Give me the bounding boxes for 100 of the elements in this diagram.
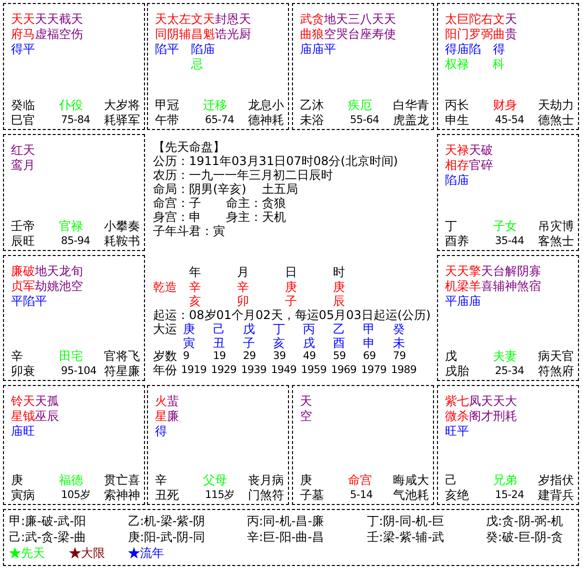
spirit-names: 岁指伏 bbox=[538, 473, 574, 487]
legend-label: 流年 bbox=[140, 546, 164, 560]
palace-name: 福德 bbox=[59, 473, 83, 487]
star-names: 府马虚福空伤 bbox=[11, 27, 83, 41]
palace-cell bbox=[437, 255, 579, 381]
star-names: 曲狼空哭台座寿使 bbox=[300, 27, 396, 41]
spirit-names: 符煞府 bbox=[538, 364, 574, 378]
spirit-names: 索神神 bbox=[104, 488, 140, 502]
stem-stage: 丁 bbox=[445, 219, 457, 233]
pillar-branch: 辰 bbox=[333, 294, 345, 308]
spirit-names: 门煞符 bbox=[248, 488, 284, 502]
luck-stem: 癸 bbox=[393, 322, 405, 336]
luck-branch: 酉 bbox=[333, 336, 345, 350]
palace-cell bbox=[3, 255, 145, 381]
pillar-header: 年 bbox=[189, 265, 201, 279]
age-range: 75-84 bbox=[61, 113, 90, 127]
age-range: 25-34 bbox=[495, 364, 524, 378]
palace-cell bbox=[437, 134, 579, 251]
row-label: 岁数 bbox=[153, 349, 177, 363]
brightness-marks: 平庙庙 bbox=[445, 294, 481, 308]
branch-stage: 子墓 bbox=[300, 488, 324, 502]
age-range: 65-74 bbox=[205, 113, 234, 127]
year-number: 1929 bbox=[211, 363, 237, 377]
stem-stage: 辛 bbox=[155, 473, 167, 487]
transform-marks: 权禄 科 bbox=[445, 57, 505, 71]
luck-stem: 己 bbox=[213, 322, 225, 336]
star-names: 天太左文天封恩天 bbox=[155, 12, 251, 26]
star-names: 机梁羊喜辅神煞宿 bbox=[445, 279, 541, 293]
branch-stage: 巳官 bbox=[11, 113, 35, 127]
brightness-marks: 陷平 陷庙 bbox=[155, 42, 215, 56]
palace-name: 仆役 bbox=[59, 98, 83, 112]
palace-name: 官禄 bbox=[59, 219, 83, 233]
transform-rule: 辛:巨-阳-曲-昌 bbox=[247, 530, 324, 544]
pillar-stem: 辛 bbox=[237, 280, 249, 294]
age-range: 95-104 bbox=[61, 364, 96, 378]
info-line: 身宫：申 bbox=[153, 210, 201, 224]
transform-rule: 乙:机-梁-紫-阴 bbox=[128, 514, 206, 528]
info-line: 起运：08岁01个月02天，每运05月03日起运(公历) bbox=[153, 308, 431, 322]
pillar-header: 时 bbox=[333, 265, 345, 279]
age-number: 79 bbox=[393, 349, 406, 363]
pillar-stem: 庚 bbox=[333, 280, 345, 294]
star-names: 星廉 bbox=[155, 409, 179, 423]
spirit-names: 耗驿军 bbox=[104, 113, 140, 127]
legend-label: 先天 bbox=[21, 546, 45, 560]
age-range: 115岁 bbox=[205, 488, 235, 502]
year-number: 1939 bbox=[241, 363, 267, 377]
age-number: 29 bbox=[243, 349, 256, 363]
palace-cell bbox=[147, 385, 289, 505]
palace-cell bbox=[3, 385, 145, 505]
luck-branch: 亥 bbox=[273, 336, 285, 350]
branch-stage: 卯衰 bbox=[11, 364, 35, 378]
spirit-names: 病天官 bbox=[538, 349, 574, 363]
brightness-marks: 得平 bbox=[11, 42, 35, 56]
palace-name: 子女 bbox=[493, 219, 517, 233]
luck-stem: 丁 bbox=[273, 322, 285, 336]
age-number: 59 bbox=[333, 349, 346, 363]
palace-cell bbox=[292, 385, 434, 505]
transform-rule: 甲:廉-破-武-阳 bbox=[9, 514, 86, 528]
row-label: 年份 bbox=[153, 363, 177, 377]
stem-stage: 壬帝 bbox=[11, 219, 35, 233]
star-names: 空 bbox=[300, 409, 312, 423]
luck-stem: 丙 bbox=[303, 322, 315, 336]
transform-rule: 庚:阳-武-阴-同 bbox=[128, 530, 206, 544]
star-names: 贞军劫姚池空 bbox=[11, 279, 83, 293]
spirit-names: 丧月病 bbox=[248, 473, 284, 487]
age-number: 49 bbox=[303, 349, 316, 363]
brightness-marks: 旺平 bbox=[445, 424, 469, 438]
age-number: 9 bbox=[183, 349, 190, 363]
branch-stage: 午带 bbox=[155, 113, 179, 127]
star-names: 铃天天孤 bbox=[11, 394, 59, 408]
palace-cell bbox=[292, 3, 434, 130]
pillar-branch: 子 bbox=[285, 294, 297, 308]
star-names: 微杀阁才刑耗 bbox=[445, 409, 517, 423]
year-number: 1959 bbox=[301, 363, 327, 377]
spirit-names: 官将飞 bbox=[104, 349, 140, 363]
info-line: 子年斗君：寅 bbox=[153, 224, 225, 238]
luck-stem: 庚 bbox=[183, 322, 195, 336]
spirit-names: 符星廉 bbox=[104, 364, 140, 378]
legend-label: 大限 bbox=[81, 546, 105, 560]
stem-stage: 甲冠 bbox=[155, 98, 179, 112]
transform-rule: 丙:同-机-昌-廉 bbox=[247, 514, 324, 528]
age-range: 5-14 bbox=[350, 488, 373, 502]
star-names: 红天 bbox=[11, 143, 35, 157]
spirit-names: 耗鞍书 bbox=[104, 234, 140, 248]
stem-stage: 庚 bbox=[11, 473, 23, 487]
pillar-branch: 亥 bbox=[189, 294, 201, 308]
palace-cell bbox=[437, 3, 579, 130]
year-number: 1989 bbox=[391, 363, 417, 377]
star-names: 火蜚 bbox=[155, 394, 179, 408]
stem-stage: 癸临 bbox=[11, 98, 35, 112]
info-line: 身主：天机 bbox=[226, 210, 286, 224]
spirit-names: 虎盖龙 bbox=[393, 113, 429, 127]
star-names: 阳门罗弼曲贵 bbox=[445, 27, 517, 41]
palace-name: 田宅 bbox=[59, 349, 83, 363]
luck-branch: 戌 bbox=[303, 336, 315, 350]
palace-name: 财身 bbox=[493, 98, 517, 112]
pillar-branch: 卯 bbox=[237, 294, 249, 308]
palace-name: 父母 bbox=[203, 473, 227, 487]
luck-branch: 丑 bbox=[213, 336, 225, 350]
brightness-marks: 得庙陷 得 bbox=[445, 42, 505, 56]
